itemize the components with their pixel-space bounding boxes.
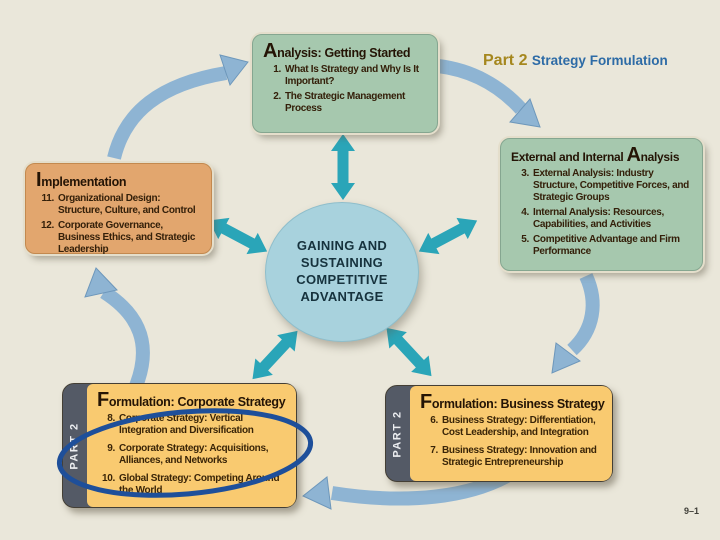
radial-arrow-business: [377, 319, 441, 385]
part2-tab-business: PART 2: [386, 386, 410, 481]
list-item: 2.The Strategic Management Process: [273, 91, 406, 114]
part2-tab-label: PART 2: [392, 409, 404, 458]
center-line: SUSTAINING: [300, 255, 384, 271]
list-item: 6.Business Strategy: Differentiation, Co…: [430, 415, 596, 438]
list-item: 10.Global Strategy: Competing Around the…: [101, 473, 280, 496]
part2-tab-label: PART 2: [69, 421, 81, 470]
list-item: 12.Corporate Governance, Business Ethics…: [40, 220, 196, 255]
external-internal-analysis-box: External and Internal Analysis 3.Externa…: [500, 138, 703, 271]
list-item: 4.Internal Analysis: Resources, Capabili…: [521, 207, 664, 230]
radial-arrow-corporate: [243, 322, 307, 388]
box-items: 11.Organizational Design: Structure, Cul…: [36, 193, 201, 256]
list-item: 8.Corporate Strategy: Vertical Integrati…: [107, 413, 254, 436]
business-strategy-box: PART 2 Formulation: Business Strategy 6.…: [385, 385, 613, 482]
box-title: Formulation: Corporate Strategy: [97, 389, 286, 411]
box-title: Analysis: Getting Started: [263, 40, 411, 62]
corporate-strategy-content: Formulation: Corporate Strategy 8.Corpor…: [87, 384, 296, 507]
list-item: 3.External Analysis: Industry Structure,…: [521, 168, 689, 203]
box-title: Formulation: Business Strategy: [420, 391, 605, 413]
box-items: 3.External Analysis: Industry Structure,…: [511, 168, 692, 258]
cycle-arrow-external-to-business: [551, 273, 600, 374]
radial-arrow-implementation: [203, 209, 273, 263]
center-circle: GAINING AND SUSTAINING COMPETITIVE ADVAN…: [265, 202, 419, 342]
implementation-box: Implementation 11.Organizational Design:…: [25, 163, 212, 256]
list-item: 9.Corporate Strategy: Acquisitions, Alli…: [107, 443, 269, 466]
cycle-arrow-corporate-to-implementation: [84, 267, 150, 389]
analysis-box: Analysis: Getting Started 1.What Is Stra…: [252, 34, 438, 133]
part2-title: Strategy Formulation: [531, 53, 668, 68]
box-title: External and Internal Analysis: [511, 144, 680, 166]
box-items: 6.Business Strategy: Differentiation, Co…: [420, 415, 604, 469]
part2-header: Part 2 Strategy Formulation: [483, 52, 668, 70]
box-items: 8.Corporate Strategy: Vertical Integrati…: [97, 413, 288, 497]
radial-arrow-external: [413, 209, 483, 263]
radial-arrow-analysis: [331, 134, 355, 200]
list-item: 5.Competitive Advantage and Firm Perform…: [521, 234, 680, 257]
part2-label: Part 2: [483, 52, 528, 69]
list-item: 1.What Is Strategy and Why Is It Importa…: [273, 64, 419, 87]
center-line: COMPETITIVE: [296, 272, 388, 287]
business-strategy-content: Formulation: Business Strategy 6.Busines…: [410, 386, 612, 481]
cycle-arrow-implementation-to-analysis: [107, 54, 249, 160]
cycle-arrow-analysis-to-external: [437, 59, 541, 128]
page-number: 9–1: [684, 506, 700, 516]
box-title: Implementation: [36, 169, 127, 191]
list-item: 11.Organizational Design: Structure, Cul…: [41, 193, 196, 216]
box-items: 1.What Is Strategy and Why Is It Importa…: [263, 64, 427, 115]
center-line: GAINING AND: [296, 238, 388, 254]
corporate-strategy-box: PART 2 Formulation: Corporate Strategy 8…: [62, 383, 297, 508]
list-item: 7.Business Strategy: Innovation and Stra…: [430, 445, 597, 468]
part2-tab-corporate: PART 2: [63, 384, 87, 507]
center-line: ADVANTAGE: [300, 288, 384, 304]
